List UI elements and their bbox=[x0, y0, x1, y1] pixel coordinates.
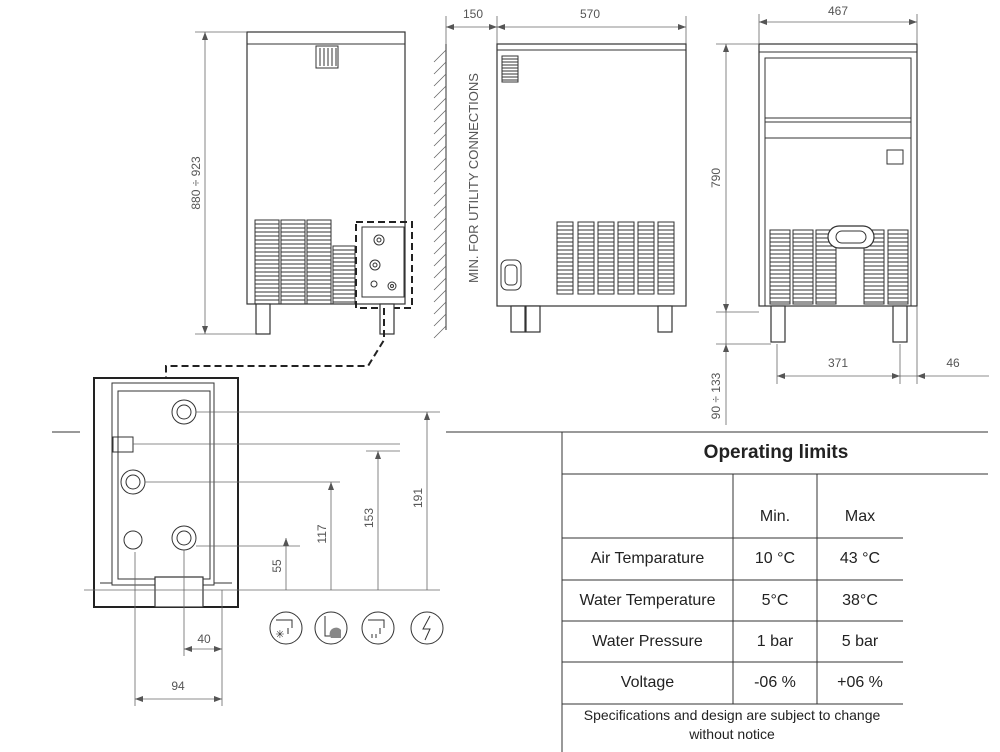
column-header-min: Min. bbox=[759, 508, 791, 525]
feet-range-label: 90 ÷ 133 bbox=[709, 372, 723, 419]
wall-label: MIN. FOR UTILITY CONNECTIONS bbox=[466, 73, 481, 283]
power-supply-icon bbox=[410, 611, 444, 645]
cold-water-inlet-icon: ✳ bbox=[269, 611, 303, 645]
cell-voltage-min: -06 % bbox=[754, 674, 796, 691]
dim-570: 570 bbox=[580, 7, 600, 21]
dim-117: 117 bbox=[315, 524, 329, 543]
dim-371: 371 bbox=[828, 356, 848, 370]
row-label-water-temperature: Water Temperature bbox=[579, 592, 716, 609]
utility-icons: ✳ bbox=[269, 611, 444, 645]
fitting-small bbox=[123, 530, 143, 550]
dim-150: 150 bbox=[463, 7, 483, 21]
cell-pressure-min: 1 bar bbox=[756, 633, 794, 650]
front-view-body bbox=[758, 43, 918, 307]
dim-55: 55 bbox=[270, 559, 284, 573]
dim-467: 467 bbox=[828, 4, 848, 18]
cell-water-temp-min: 5°C bbox=[761, 592, 789, 609]
dim-94: 94 bbox=[171, 679, 185, 693]
height-range-label: 880 ÷ 923 bbox=[189, 156, 203, 210]
control-switch bbox=[886, 149, 904, 165]
center-view bbox=[496, 43, 687, 333]
side-foot-left bbox=[255, 303, 271, 335]
water-tap-icon bbox=[361, 611, 395, 645]
side-foot-right bbox=[379, 303, 395, 335]
drain-icon bbox=[314, 611, 348, 645]
dim-46: 46 bbox=[946, 356, 960, 370]
side-view: 880 ÷ 923 bbox=[189, 31, 413, 335]
cell-voltage-max: +06 % bbox=[837, 674, 883, 691]
cell-water-temp-max: 38°C bbox=[842, 592, 878, 609]
cell-pressure-max: 5 bar bbox=[841, 633, 879, 650]
detail-link bbox=[165, 308, 385, 378]
fitting-top bbox=[171, 399, 197, 425]
operating-limits-table: Operating limits Min. Max Air Temparatur… bbox=[562, 432, 988, 752]
row-label-water-pressure: Water Pressure bbox=[592, 633, 703, 650]
row-label-air-temperature: Air Temparature bbox=[590, 550, 705, 567]
cell-air-min: 10 °C bbox=[754, 550, 796, 567]
front-view: 467 790 90 ÷ 133 371 46 bbox=[709, 4, 989, 425]
dim-40: 40 bbox=[197, 632, 211, 646]
wall: MIN. FOR UTILITY CONNECTIONS bbox=[433, 44, 481, 339]
disclaimer-note: Specifications and design are subject to… bbox=[562, 706, 902, 744]
side-view-body bbox=[246, 31, 406, 305]
dim-790: 790 bbox=[709, 168, 723, 188]
fitting-bottom bbox=[171, 525, 197, 551]
operating-limits-grid bbox=[561, 432, 988, 752]
disclaimer-line-1: Specifications and design are subject to… bbox=[583, 707, 881, 723]
side-grilles bbox=[254, 219, 356, 305]
cell-air-max: 43 °C bbox=[839, 550, 881, 567]
top-vent bbox=[315, 45, 339, 69]
connection-detail: 55 117 153 191 40 94 bbox=[84, 377, 440, 706]
disclaimer-line-2: without notice bbox=[689, 726, 775, 742]
column-header-max: Max bbox=[844, 508, 876, 525]
fitting-middle bbox=[120, 469, 146, 495]
dim-191: 191 bbox=[411, 488, 425, 508]
dim-153: 153 bbox=[362, 508, 376, 528]
svg-text:✳: ✳ bbox=[275, 628, 284, 641]
operating-limits-title: Operating limits bbox=[703, 442, 849, 463]
row-label-voltage: Voltage bbox=[620, 674, 675, 691]
